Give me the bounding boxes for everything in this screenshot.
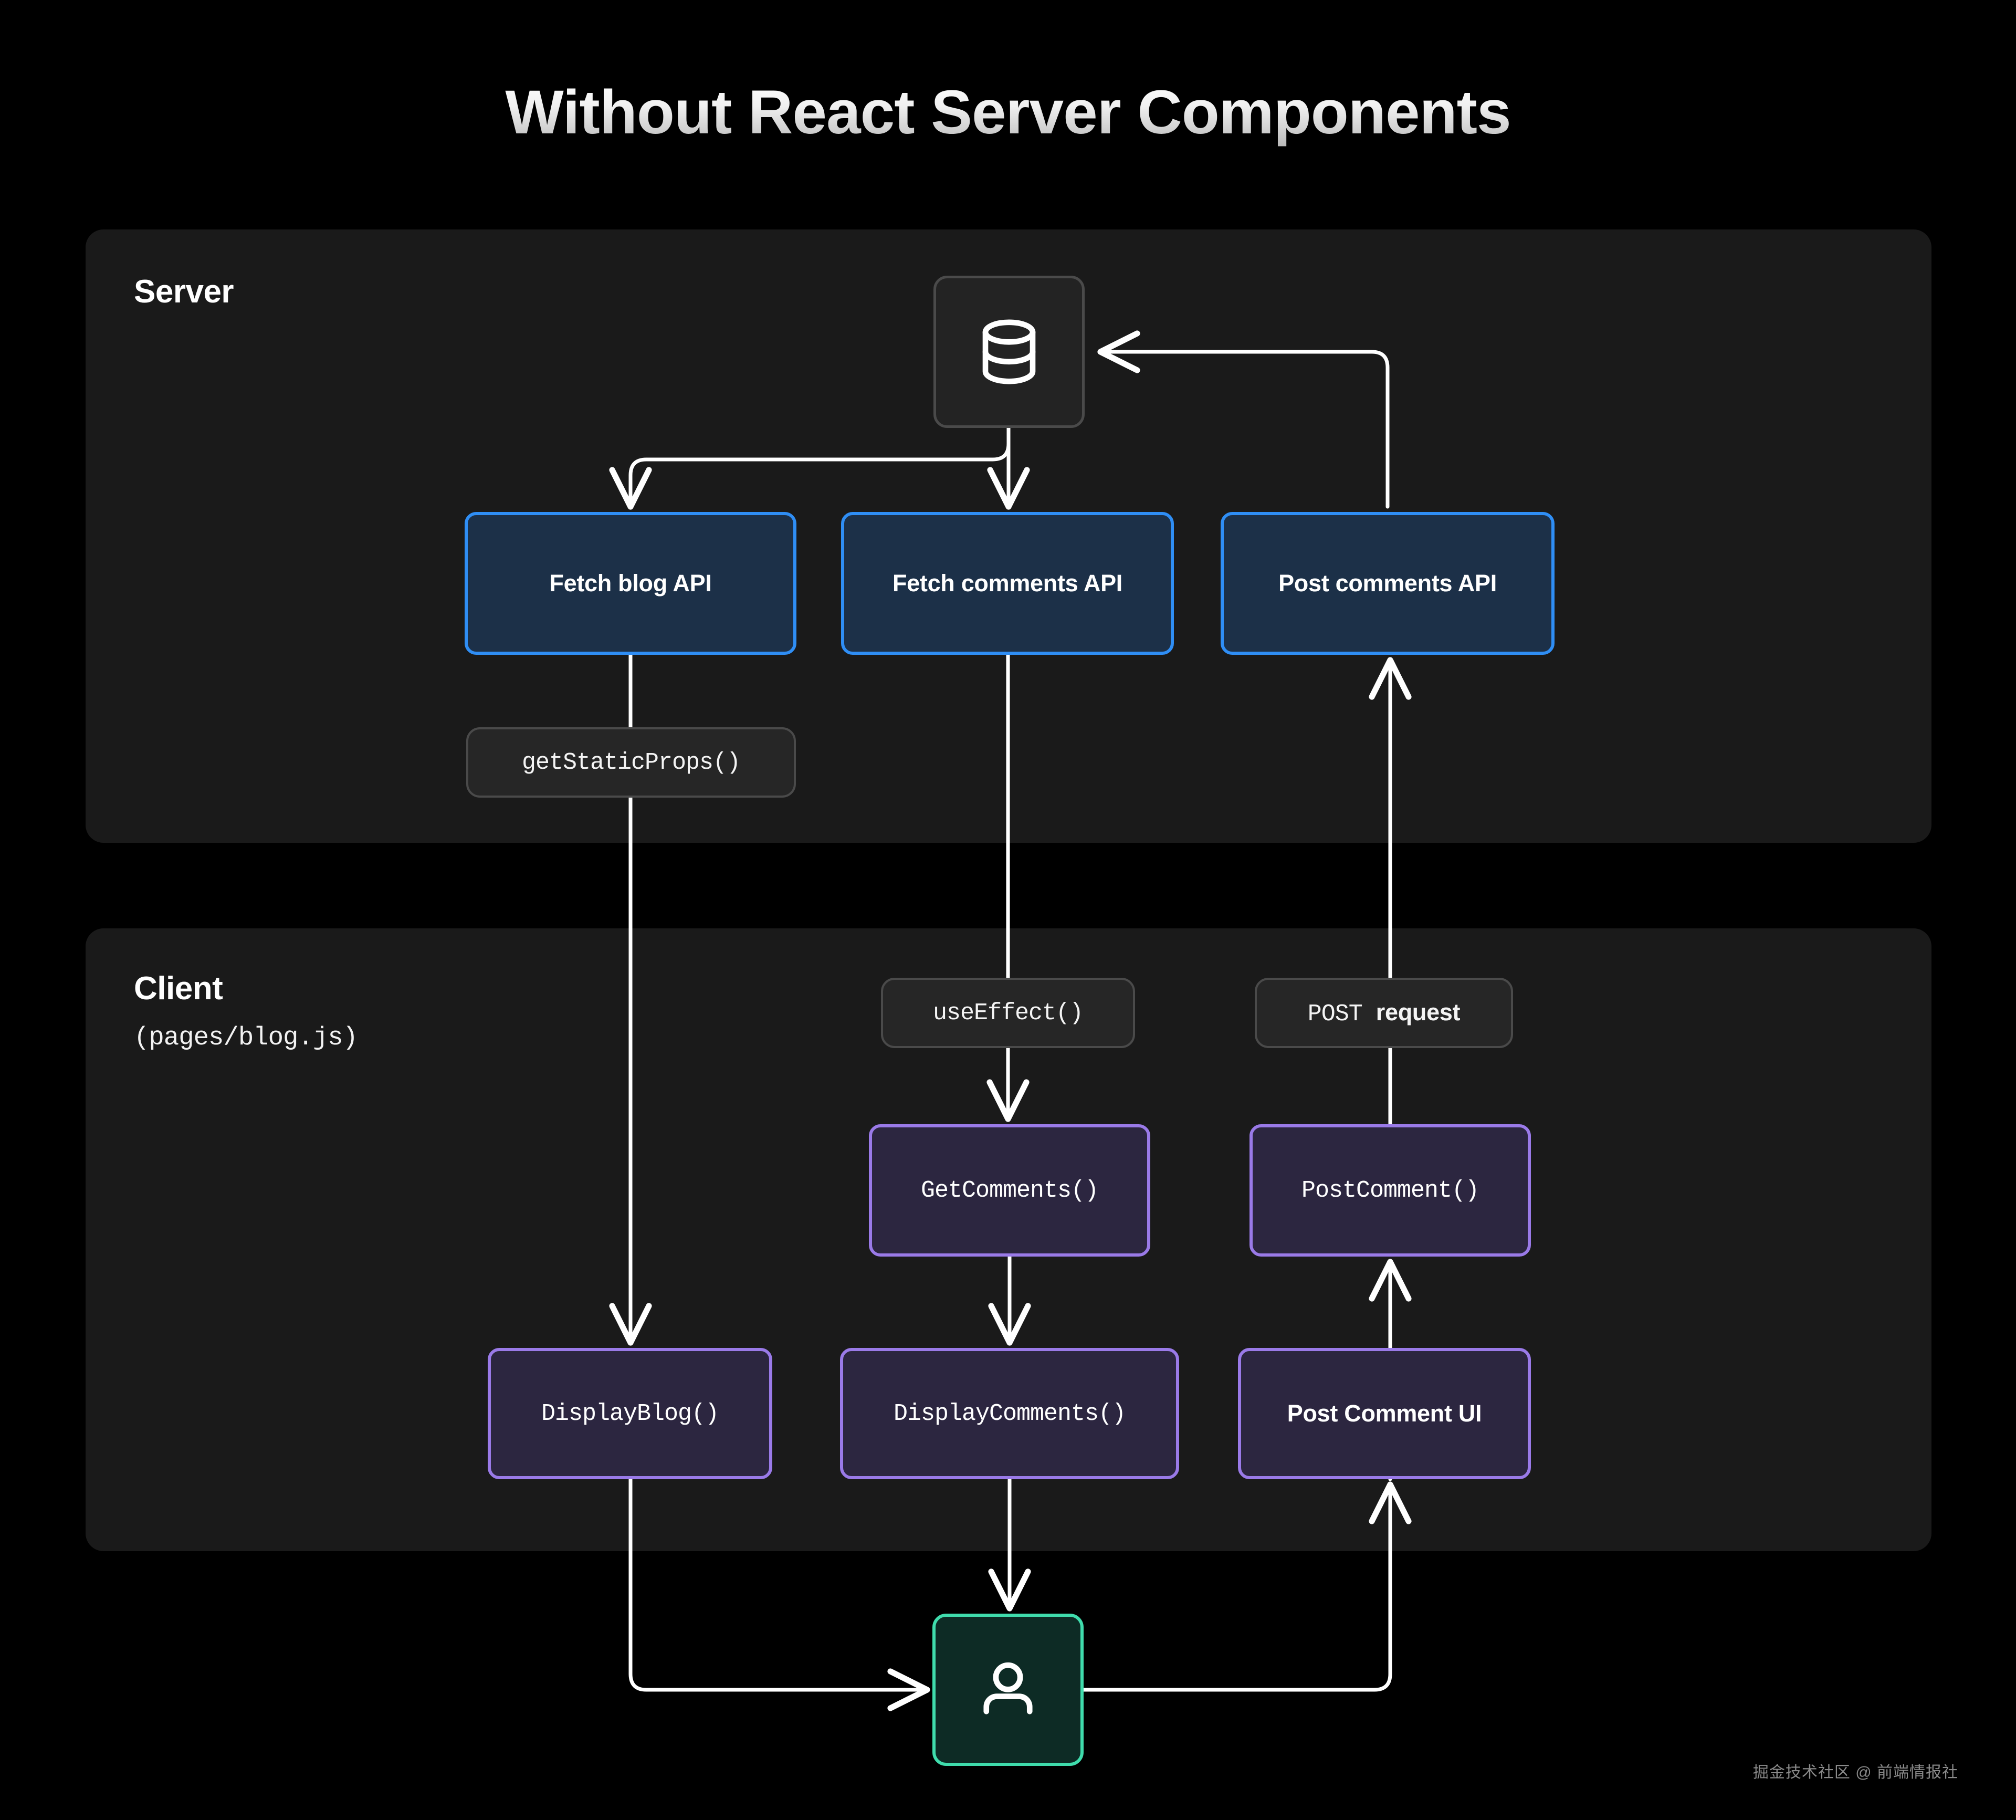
component-box-label: DisplayComments() [893,1400,1126,1427]
component-box-label: GetComments() [920,1177,1099,1204]
user-icon [936,1617,1080,1763]
pill-label: getStaticProps() [521,749,741,776]
api-box-label: Fetch blog API [549,570,712,597]
database-node[interactable] [933,276,1085,428]
pill-use-effect[interactable]: useEffect() [881,978,1135,1048]
pill-label-method: POST [1307,1000,1363,1028]
server-panel-title: Server [134,274,234,310]
component-box-post-comment[interactable]: PostComment() [1250,1124,1531,1257]
component-box-post-comment-ui[interactable]: Post Comment UI [1238,1348,1531,1479]
component-box-display-blog[interactable]: DisplayBlog() [488,1348,772,1479]
component-box-label: DisplayBlog() [541,1400,719,1427]
pill-label-request: request [1376,998,1461,1026]
pill-label: useEffect() [932,999,1084,1027]
database-icon [936,278,1082,425]
component-box-display-comments[interactable]: DisplayComments() [840,1348,1179,1479]
api-box-label: Post comments API [1278,570,1497,597]
pill-get-static-props[interactable]: getStaticProps() [466,727,796,798]
component-box-label: PostComment() [1301,1177,1479,1204]
page-title: Without React Server Components [0,78,2016,147]
api-box-fetch-comments[interactable]: Fetch comments API [841,512,1174,655]
api-box-post-comments[interactable]: Post comments API [1221,512,1555,655]
client-panel-subtitle: (pages/blog.js) [134,1023,358,1052]
watermark: 掘金技术社区 @ 前端情报社 [1752,1764,1958,1781]
api-box-label: Fetch comments API [892,570,1123,597]
component-box-get-comments[interactable]: GetComments() [869,1124,1150,1257]
component-box-label: Post Comment UI [1287,1400,1482,1427]
pill-post-request[interactable]: POST request [1255,978,1513,1048]
user-node[interactable] [932,1614,1084,1766]
client-panel-title: Client [134,970,223,1007]
pill-label: POST request [1257,999,1511,1028]
api-box-fetch-blog[interactable]: Fetch blog API [465,512,796,655]
